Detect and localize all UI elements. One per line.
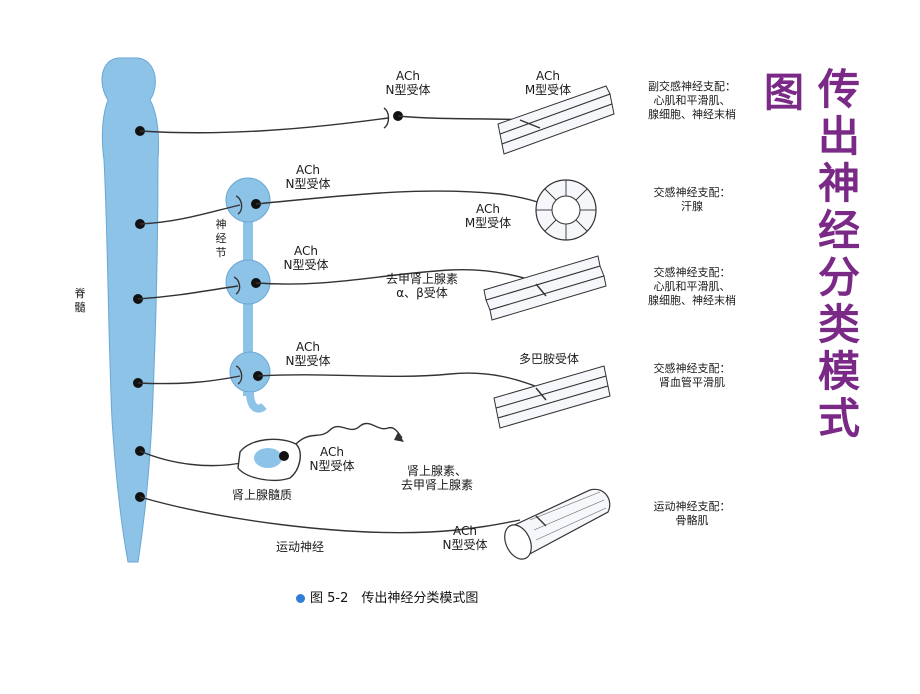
- figure-caption: 图 5-2 传出神经分类模式图: [296, 587, 478, 606]
- side-title-tu: 图: [764, 70, 804, 116]
- innervation-4: 交感神经支配：肾血管平滑肌: [653, 362, 731, 389]
- r5-post-label: 肾上腺素、去甲肾上腺素: [400, 464, 473, 492]
- skeletal-muscle: [504, 488, 611, 560]
- caption-dot-icon: [296, 594, 305, 603]
- r4-post-label: 多巴胺受体: [518, 352, 579, 366]
- smooth-muscle-4: [493, 365, 611, 429]
- spinal-cord: [101, 57, 159, 563]
- innervation-5: 运动神经支配：骨骼肌: [653, 500, 731, 527]
- side-title: 传出神经分类模式: [817, 65, 860, 443]
- sweat-gland: [535, 179, 597, 241]
- nerve-1-pre: [139, 117, 389, 134]
- smooth-muscle-3: [483, 255, 607, 321]
- spinal-cord-label: 脊髓: [74, 287, 86, 314]
- ganglion-1: [225, 177, 271, 223]
- ganglion-3: [229, 351, 271, 393]
- motor-nerve-label: 运动神经: [275, 540, 324, 554]
- innervation-1: 副交感神经支配：心肌和平滑肌、腺细胞、神经末梢: [648, 80, 736, 121]
- adrenal-medulla-label: 肾上腺髓质: [231, 488, 292, 502]
- innervation-2: 交感神经支配：汗腺: [653, 186, 731, 213]
- ganglion-2: [225, 259, 271, 305]
- ganglion-label: 神经节: [215, 218, 227, 259]
- innervation-3: 交感神经支配：心肌和平滑肌、腺细胞、神经末梢: [648, 266, 736, 307]
